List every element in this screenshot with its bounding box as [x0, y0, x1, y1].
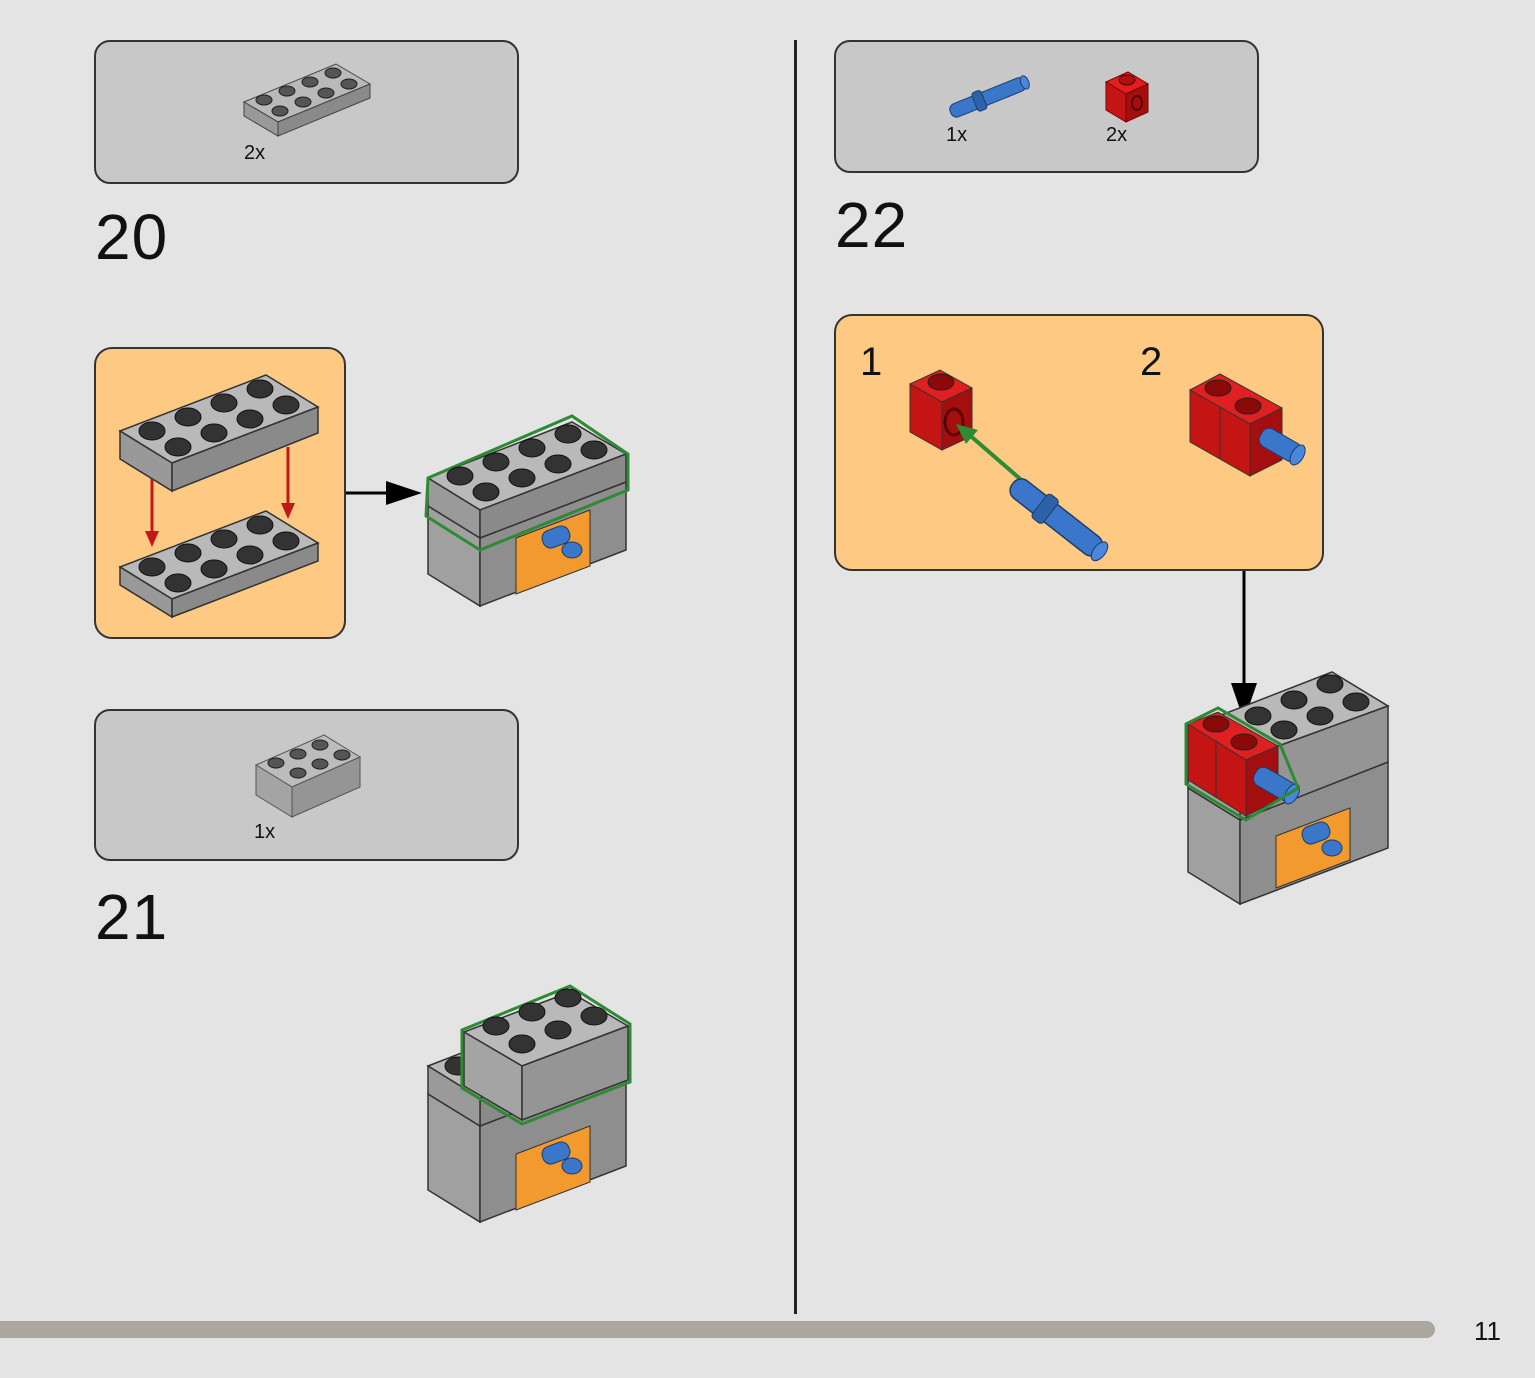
- plate-2x4-part-icon: [242, 63, 372, 137]
- step21-part-qty: 1x: [254, 821, 276, 843]
- step22-pin-qty: 1x: [946, 124, 968, 146]
- technic-pin-part-icon: [949, 75, 1030, 118]
- step20-parts-box: 2x: [94, 40, 519, 184]
- plates-stack-illustration: [118, 374, 320, 619]
- step20-number: 20: [95, 201, 169, 273]
- substep-1-number: 1: [860, 340, 883, 384]
- step22-number: 22: [835, 189, 909, 261]
- step22-model-illustration: [1184, 671, 1390, 906]
- step22-brick-qty: 2x: [1106, 124, 1128, 146]
- substep-1-illustration: [908, 369, 1109, 562]
- step21-parts-box: 1x: [94, 709, 519, 861]
- step22-arrow: [1231, 571, 1257, 721]
- progress-bar: [0, 1321, 1435, 1338]
- step20-model-illustration: [424, 414, 630, 608]
- step22-subassembly-box: 1 2: [834, 314, 1324, 571]
- step20-arrow: [346, 481, 422, 505]
- step21-model-illustration: [426, 984, 632, 1224]
- step21-number: 21: [95, 881, 169, 953]
- page-number: 11: [1474, 1316, 1501, 1346]
- page-divider: [794, 40, 797, 1314]
- step20-part-qty: 2x: [244, 142, 266, 164]
- technic-brick-part-icon: [1104, 71, 1150, 123]
- substep-2-illustration: [1188, 373, 1306, 477]
- step20-subassembly-box: [94, 347, 346, 639]
- substep-2-number: 2: [1140, 340, 1163, 384]
- brick-2x2-part-icon: [254, 734, 362, 818]
- step22-parts-box: 1x 2x: [834, 40, 1259, 173]
